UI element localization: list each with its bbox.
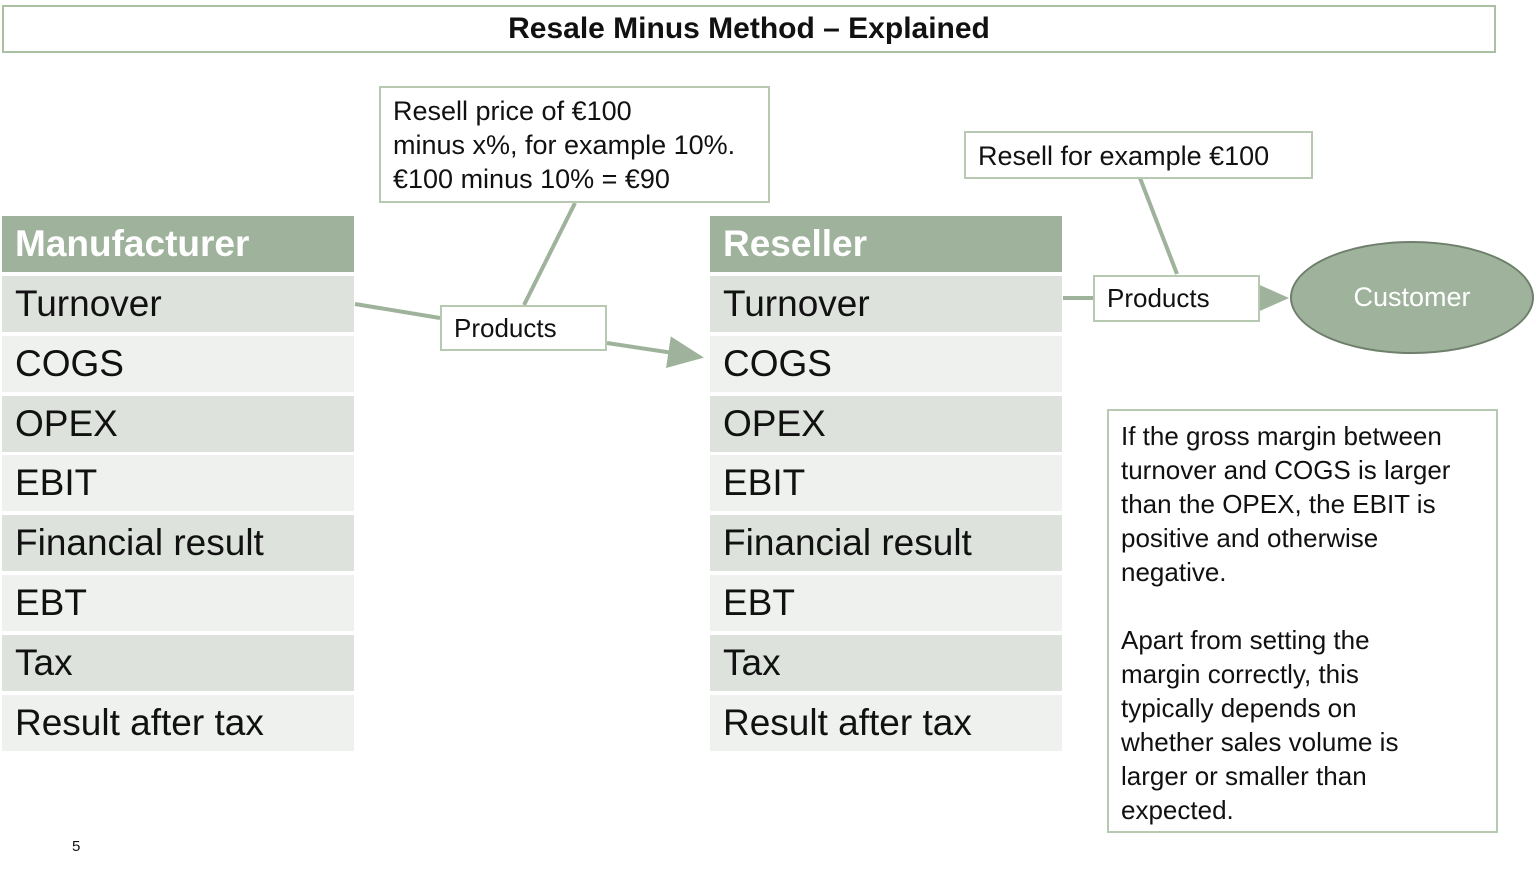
explanation-note: If the gross margin between turnover and… xyxy=(1107,409,1498,833)
note-line: larger or smaller than xyxy=(1121,761,1367,791)
manufacturer-row: Financial result xyxy=(2,515,354,572)
note-line: turnover and COGS is larger xyxy=(1121,455,1451,485)
price-callout-line: Resell price of €100 xyxy=(393,96,632,126)
reseller-row: Tax xyxy=(710,634,1062,691)
line-manufacturer-to-products xyxy=(354,302,441,320)
note-line: than the OPEX, the EBIT is xyxy=(1121,489,1436,519)
reseller-row: OPEX xyxy=(710,395,1062,452)
resell-callout-pointer xyxy=(1138,177,1179,275)
manufacturer-row: OPEX xyxy=(2,395,354,452)
manufacturer-row: Turnover xyxy=(2,276,354,332)
manufacturer-row: EBT xyxy=(2,574,354,631)
price-callout: Resell price of €100 minus x%, for examp… xyxy=(379,86,770,203)
note-line: Apart from setting the xyxy=(1121,625,1370,655)
note-line: If the gross margin between xyxy=(1121,421,1442,451)
manufacturer-row: Tax xyxy=(2,634,354,691)
note-line: whether sales volume is xyxy=(1121,727,1399,757)
price-callout-line: minus x%, for example 10%. xyxy=(393,130,736,160)
price-callout-pointer xyxy=(522,202,577,306)
reseller-row: COGS xyxy=(710,335,1062,392)
manufacturer-row: EBIT xyxy=(2,455,354,512)
reseller-row: Financial result xyxy=(710,515,1062,572)
customer-node: Customer xyxy=(1290,241,1534,354)
reseller-table: Reseller Turnover COGS OPEX EBIT Financi… xyxy=(710,216,1062,754)
products-label-1: Products xyxy=(440,305,607,351)
note-spacer xyxy=(1121,589,1484,623)
manufacturer-header: Manufacturer xyxy=(2,216,354,272)
note-line: expected. xyxy=(1121,795,1234,825)
page-title: Resale Minus Method – Explained xyxy=(2,5,1496,53)
manufacturer-table: Manufacturer Turnover COGS OPEX EBIT Fin… xyxy=(2,216,354,754)
reseller-row: EBT xyxy=(710,574,1062,631)
reseller-header: Reseller xyxy=(710,216,1062,272)
note-line: negative. xyxy=(1121,557,1227,587)
manufacturer-row: COGS xyxy=(2,335,354,392)
page-number: 5 xyxy=(72,838,81,855)
manufacturer-row: Result after tax xyxy=(2,694,354,751)
note-line: positive and otherwise xyxy=(1121,523,1379,553)
price-callout-line: €100 minus 10% = €90 xyxy=(393,164,670,194)
reseller-row: Turnover xyxy=(710,276,1062,332)
reseller-row: Result after tax xyxy=(710,694,1062,751)
reseller-row: EBIT xyxy=(710,455,1062,512)
products-label-2: Products xyxy=(1093,275,1260,322)
note-line: margin correctly, this xyxy=(1121,659,1359,689)
resell-callout: Resell for example €100 xyxy=(964,131,1313,179)
note-line: typically depends on xyxy=(1121,693,1357,723)
arrow-products-to-reseller xyxy=(606,336,704,369)
